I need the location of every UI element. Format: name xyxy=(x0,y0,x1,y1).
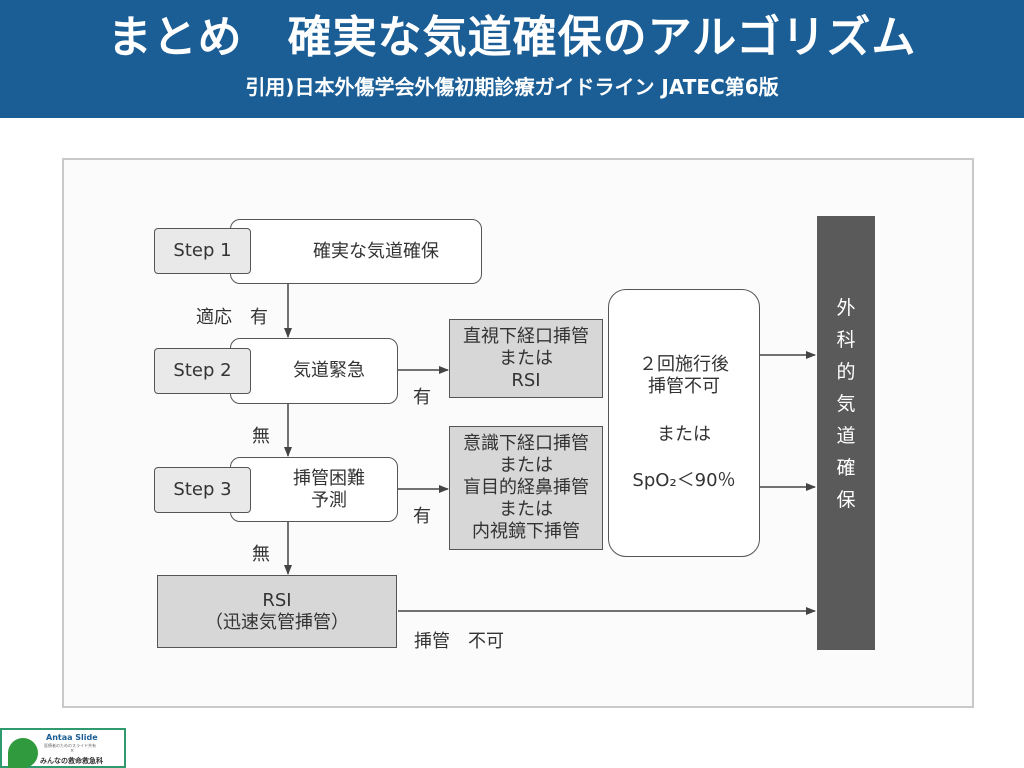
surgical-char-5: 道 xyxy=(836,425,856,447)
surgical-char-2: 科 xyxy=(836,329,856,351)
direct-line2: または xyxy=(499,347,553,369)
surgical-char-3: 的 xyxy=(836,361,856,383)
step2-text: 気道緊急 xyxy=(293,360,365,381)
step1-box: 確実な気道確保 xyxy=(230,219,482,284)
label-rsi-fail: 挿管 不可 xyxy=(414,631,504,652)
awake-intubation-box: 意識下経口挿管 または 盲目的経鼻挿管 または 内視鏡下挿管 xyxy=(449,426,603,550)
title-banner: まとめ 確実な気道確保のアルゴリズム 引用)日本外傷学会外傷初期診療ガイドライン… xyxy=(0,0,1024,118)
awake-line1: 意識下経口挿管 xyxy=(463,433,589,454)
rsi-box: RSI （迅速気管挿管） xyxy=(157,575,397,648)
label-yes-step3: 有 xyxy=(413,506,431,527)
label-indication: 適応 有 xyxy=(196,307,268,328)
step3-label-text: Step 3 xyxy=(173,479,232,500)
failure-line1: ２回施行後 xyxy=(639,354,729,375)
direct-line3: RSI xyxy=(511,369,541,391)
direct-intubation-box: 直視下経口挿管 または RSI xyxy=(449,319,603,398)
leaf-icon xyxy=(8,738,38,768)
failure-line4: SpO₂＜90％ xyxy=(632,470,736,491)
rsi-line2: （迅速気管挿管） xyxy=(205,611,349,633)
page-title: まとめ 確実な気道確保のアルゴリズム xyxy=(107,12,917,63)
antaa-logo: Antaa Slide 医療者のためのスライド共有 × みんなの救命救急科 xyxy=(0,728,126,768)
awake-line5: 内視鏡下挿管 xyxy=(472,521,580,542)
label-no-step2: 無 xyxy=(252,426,270,447)
step1-label: Step 1 xyxy=(154,228,251,274)
failure-line3: または xyxy=(657,424,711,445)
surgical-char-1: 外 xyxy=(836,297,856,319)
direct-line1: 直視下経口挿管 xyxy=(463,325,589,347)
step1-text: 確実な気道確保 xyxy=(313,240,439,262)
awake-line2: または xyxy=(499,455,553,476)
page-subtitle: 引用)日本外傷学会外傷初期診療ガイドライン JATEC第6版 xyxy=(245,75,779,99)
logo-name: Antaa Slide xyxy=(46,733,98,742)
step2-box: 気道緊急 xyxy=(230,338,398,404)
failure-line2: 挿管不可 xyxy=(648,376,720,397)
step3-box: 挿管困難 予測 xyxy=(230,457,398,522)
awake-line3: 盲目的経鼻挿管 xyxy=(463,477,589,498)
failure-criteria-box: ２回施行後 挿管不可 または SpO₂＜90％ xyxy=(608,289,760,557)
logo-tagline: 医療者のためのスライド共有 xyxy=(44,743,96,748)
surgical-char-7: 保 xyxy=(836,489,856,511)
step1-label-text: Step 1 xyxy=(173,240,232,261)
label-yes-step2: 有 xyxy=(413,387,431,408)
step3-text-line1: 挿管困難 xyxy=(293,467,365,489)
step2-label: Step 2 xyxy=(154,348,251,394)
label-no-step3: 無 xyxy=(252,544,270,565)
rsi-line1: RSI xyxy=(262,589,292,611)
logo-cross: × xyxy=(70,748,75,754)
surgical-airway-bar: 外 科 的 気 道 確 保 xyxy=(817,216,875,650)
step3-label: Step 3 xyxy=(154,467,251,513)
step3-text-line2: 予測 xyxy=(311,489,347,511)
step2-label-text: Step 2 xyxy=(173,360,232,381)
logo-partner: みんなの救命救急科 xyxy=(40,757,103,765)
awake-line4: または xyxy=(499,499,553,520)
surgical-char-4: 気 xyxy=(836,393,856,415)
surgical-char-6: 確 xyxy=(836,457,856,479)
